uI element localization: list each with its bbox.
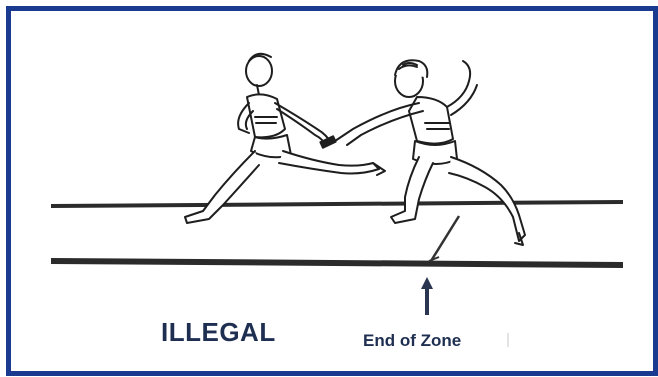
- end-of-zone-label: End of Zone: [363, 331, 461, 351]
- track-line-lower: [51, 261, 623, 265]
- up-arrow-icon: [420, 275, 434, 317]
- track-line-upper: [51, 202, 623, 206]
- verdict-label: ILLEGAL: [161, 317, 276, 348]
- zone-tick-line: [431, 216, 459, 261]
- text-cursor-mark: [507, 333, 509, 347]
- figure-frame: ILLEGAL End of Zone: [6, 6, 658, 376]
- runner-outgoing: [335, 60, 525, 245]
- relay-illustration: [11, 11, 653, 371]
